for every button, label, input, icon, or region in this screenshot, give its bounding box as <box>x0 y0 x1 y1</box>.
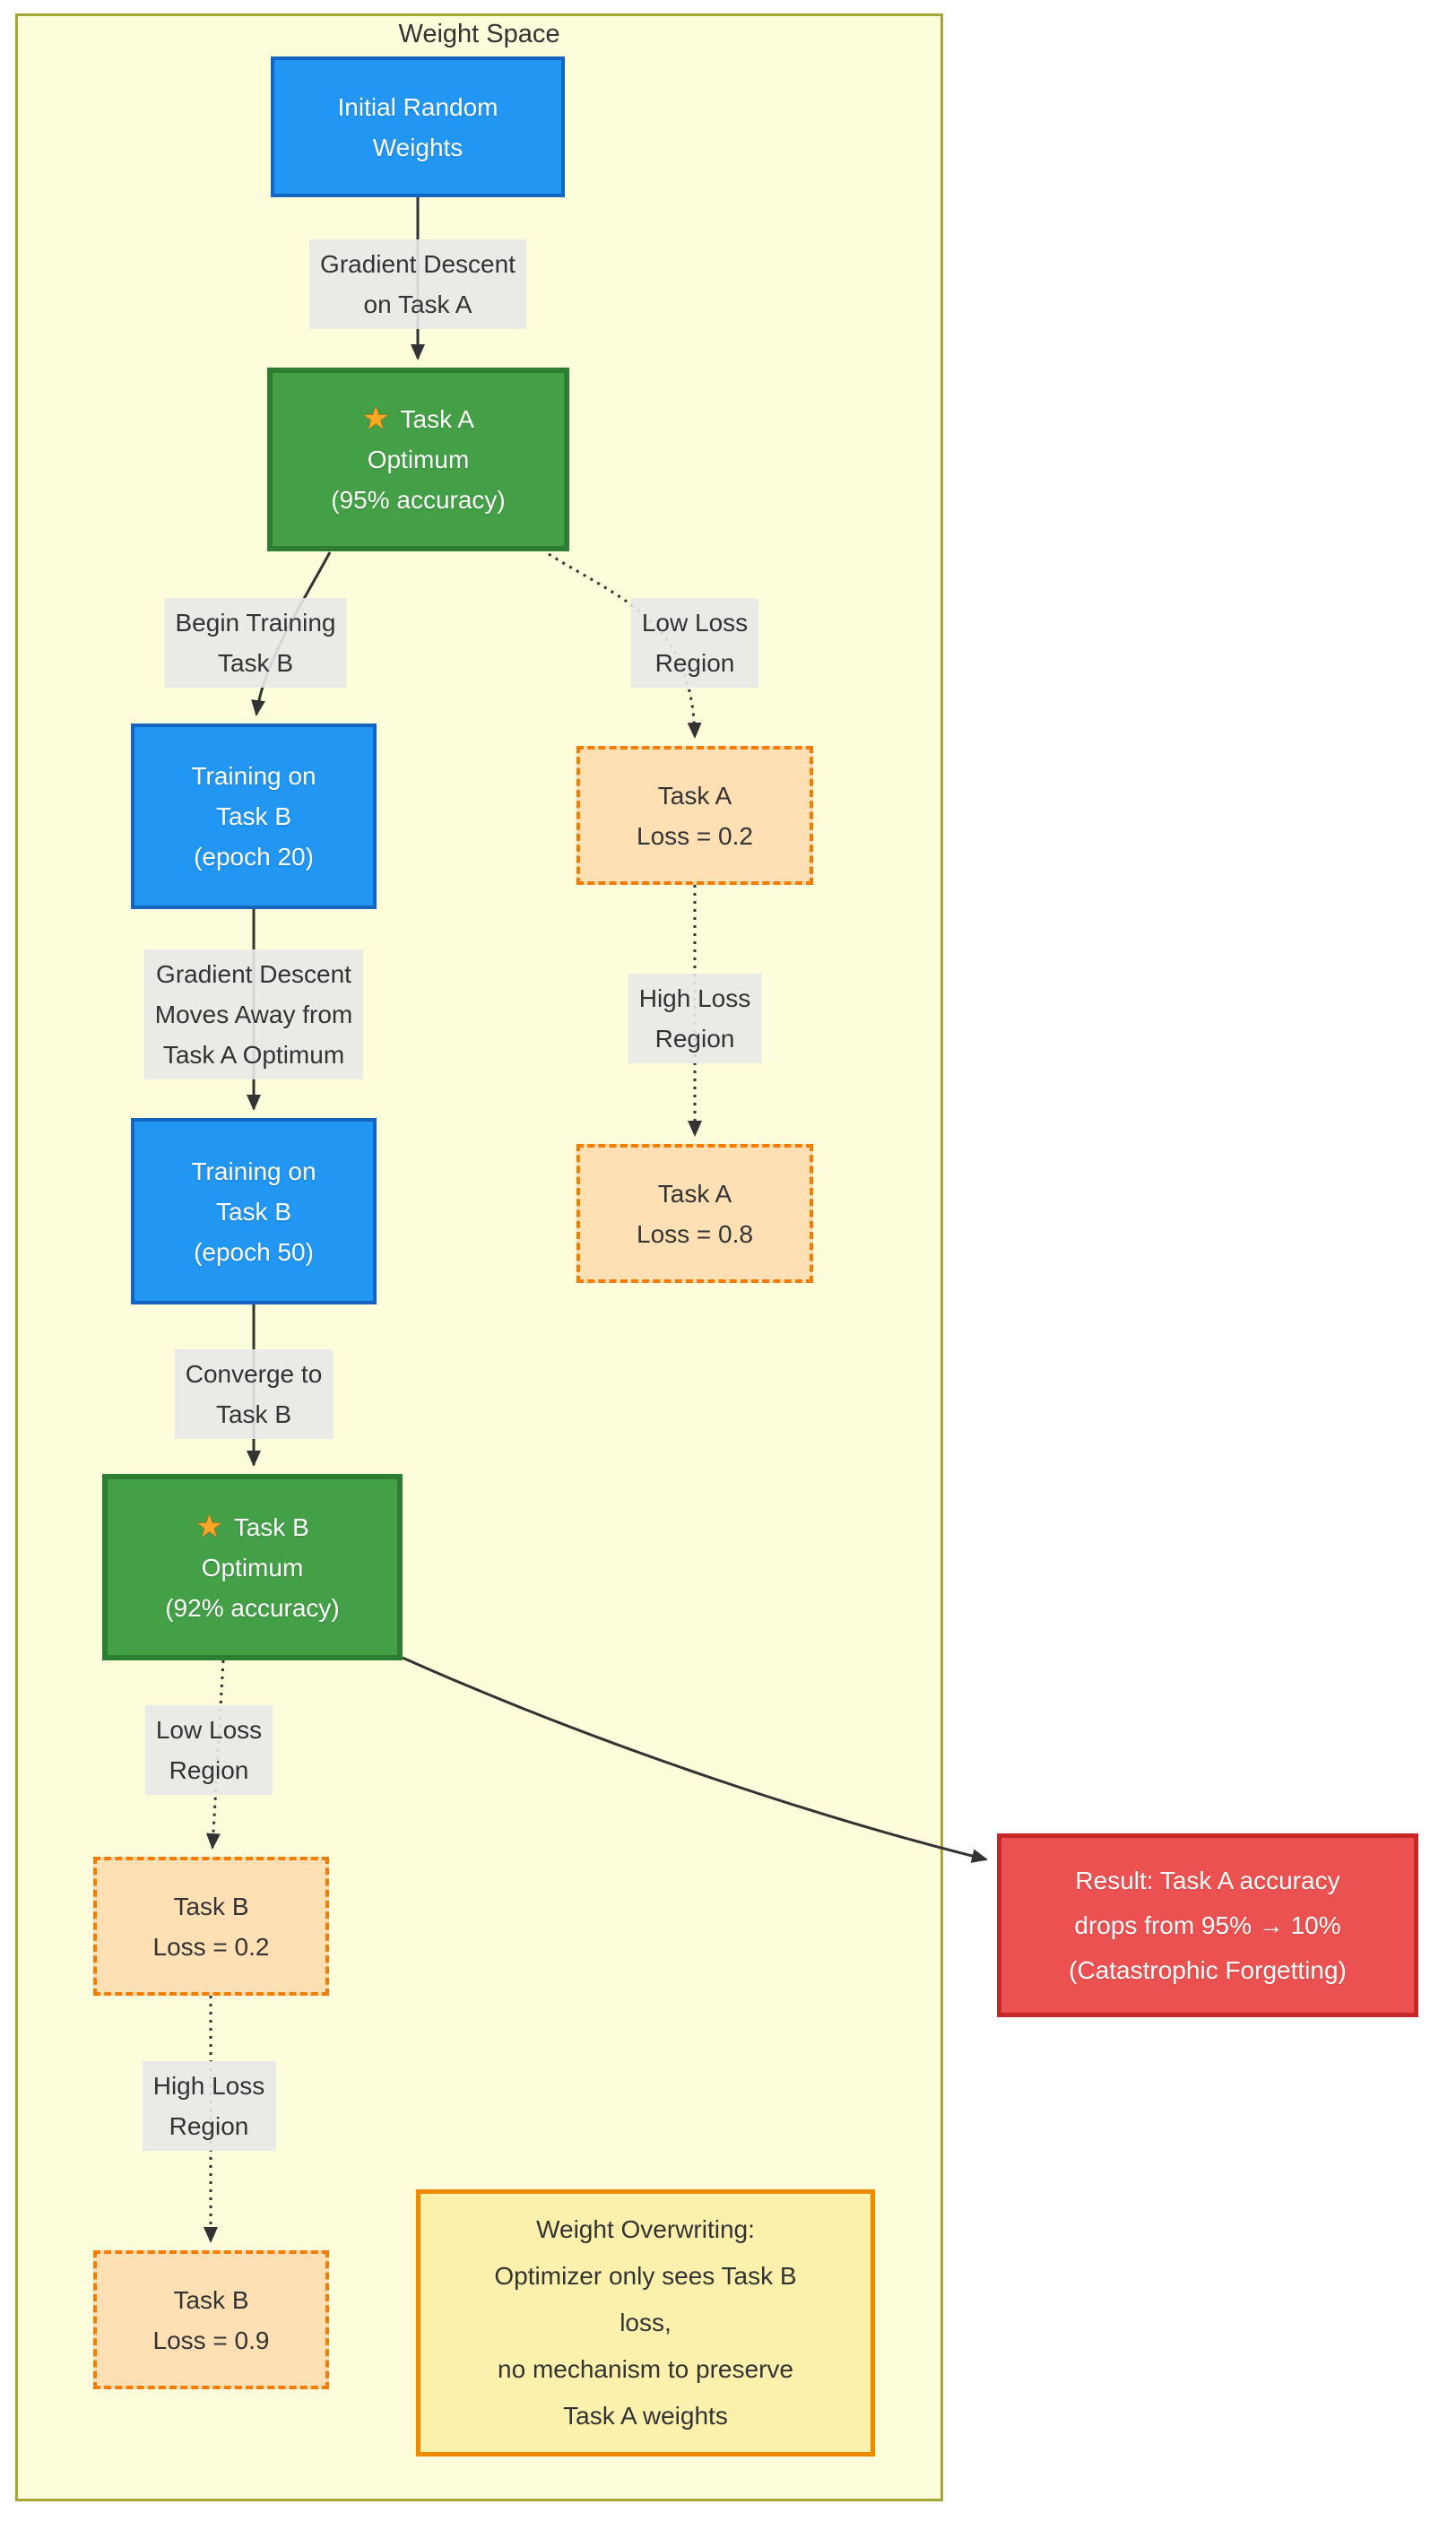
node-line: Training on <box>191 1157 316 1185</box>
node-line: (Catastrophic Forgetting) <box>1069 1955 1347 1984</box>
node-line: Task A <box>657 781 732 810</box>
node-line: (95% accuracy) <box>331 486 506 514</box>
node-task-b-optimum: ★ Task B Optimum (92% accuracy) <box>102 1474 403 1660</box>
node-task-b-loss-0-2: Task B Loss = 0.2 <box>93 1857 329 1996</box>
node-line: Optimum <box>201 1553 304 1581</box>
node-training-task-b-epoch20: Training on Task B (epoch 20) <box>131 724 377 909</box>
node-line: Weight Overwriting: <box>536 2215 755 2243</box>
star-icon: ★ <box>362 402 390 436</box>
edge-label-low-loss-region-a: Low Loss Region <box>630 598 759 688</box>
node-line: Loss = 0.2 <box>152 1932 270 1961</box>
weight-space-title: Weight Space <box>398 20 560 48</box>
node-line: (92% accuracy) <box>165 1593 340 1622</box>
node-line: Task A <box>400 405 474 433</box>
node-line: Optimum <box>367 446 470 473</box>
edge-label-high-loss-region-b: High Loss Region <box>142 2061 276 2151</box>
node-task-a-loss-0-2: Task A Loss = 0.2 <box>576 746 813 885</box>
node-line: Initial Random <box>337 92 498 121</box>
node-line: Task B <box>215 1197 292 1226</box>
node-line: no mechanism to preserve <box>498 2355 793 2383</box>
star-icon: ★ <box>195 1509 223 1544</box>
node-line: Task A weights <box>563 2402 728 2430</box>
node-line: Loss = 0.8 <box>637 1219 753 1248</box>
node-training-task-b-epoch50: Training on Task B (epoch 50) <box>131 1118 377 1304</box>
edge-taskBopt-to-result <box>402 1656 988 1863</box>
node-line: Task B <box>233 1512 309 1541</box>
node-line: Task B <box>215 802 292 830</box>
node-line: Loss = 0.2 <box>637 821 753 850</box>
node-line: (epoch 20) <box>194 843 314 871</box>
node-line: Task B <box>173 2285 249 2314</box>
edge-label-high-loss-region-a: High Loss Region <box>628 974 762 1063</box>
node-line: Optimizer only sees Task B <box>494 2262 797 2290</box>
node-weight-overwriting-note: Weight Overwriting: Optimizer only sees … <box>416 2189 875 2457</box>
node-line: loss, <box>620 2309 672 2336</box>
node-line: Task B <box>173 1892 249 1920</box>
edge-label-low-loss-region-b: Low Loss Region <box>144 1705 273 1795</box>
node-line: drops from 95% → 10% <box>1074 1911 1341 1939</box>
edge-label-converge-to-task-b: Converge to Task B <box>174 1349 334 1439</box>
node-line: (epoch 50) <box>194 1237 314 1266</box>
edge-taskAopt-to-taskA-loss-low <box>548 552 702 739</box>
node-line: Task A <box>657 1179 732 1208</box>
node-result-catastrophic-forgetting: Result: Task A accuracy drops from 95% →… <box>997 1833 1418 2017</box>
node-task-b-loss-0-9: Task B Loss = 0.9 <box>93 2250 329 2389</box>
node-initial-random-weights: Initial Random Weights <box>271 56 565 197</box>
node-line: Training on <box>191 762 316 790</box>
node-task-a-optimum: ★ Task A Optimum (95% accuracy) <box>267 368 569 551</box>
node-line: Result: Task A accuracy <box>1075 1866 1340 1894</box>
edge-label-gradient-descent-moves-away: Gradient Descent Moves Away from Task A … <box>143 949 364 1079</box>
edge-label-begin-training-task-b: Begin Training Task B <box>164 598 347 688</box>
node-task-a-loss-0-8: Task A Loss = 0.8 <box>576 1144 813 1283</box>
node-line: Loss = 0.9 <box>152 2326 270 2354</box>
node-line: Weights <box>372 133 464 161</box>
edge-label-gradient-descent-task-a: Gradient Descent on Task A <box>309 239 526 329</box>
